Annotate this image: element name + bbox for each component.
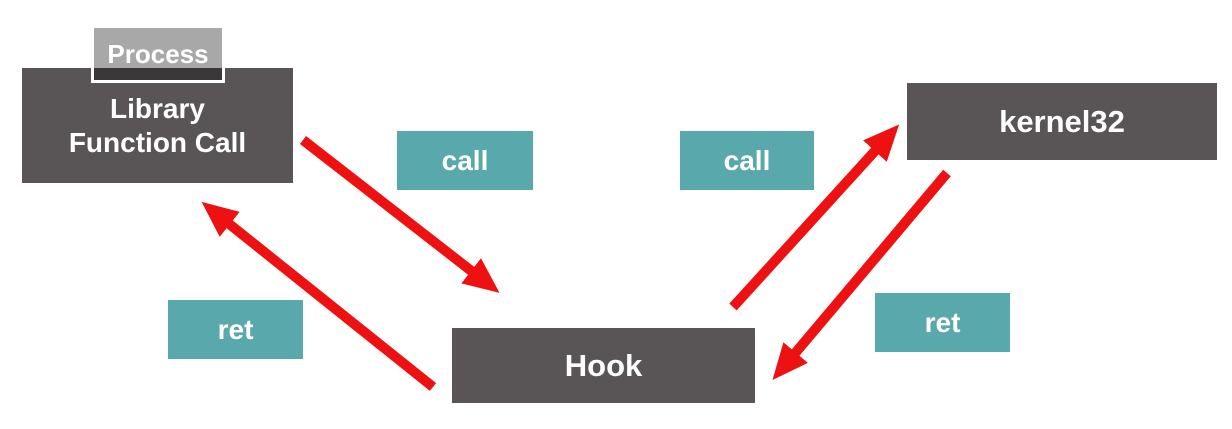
process-label: Process [107,38,209,69]
library-label-line2: Function Call [68,126,247,158]
kernel32-label: kernel32 [999,103,1125,139]
call-arrow-library-to-hook [299,136,500,293]
call-label-left: call [397,131,533,190]
ret-label-left-text: ret [217,313,254,345]
library-function-call-label: Library Function Call [69,92,246,160]
hook-label: Hook [564,347,643,383]
library-label-line1: Library [110,92,205,124]
kernel32-node: kernel32 [907,83,1217,160]
call-label-right: call [680,131,814,190]
call-label-right-text: call [723,144,771,176]
process-node: Process [91,25,225,83]
ret-arrow-hook-to-library [201,201,437,391]
ret-arrow-kernel32-to-hook [772,169,951,381]
hook-node: Hook [452,328,755,403]
ret-label-right: ret [875,293,1010,352]
call-arrow-hook-to-kernel32 [729,124,900,311]
ret-label-left: ret [168,300,303,359]
call-label-left-text: call [441,144,489,176]
ret-label-right-text: ret [924,306,961,338]
library-function-call-node: Library Function Call [22,68,293,183]
